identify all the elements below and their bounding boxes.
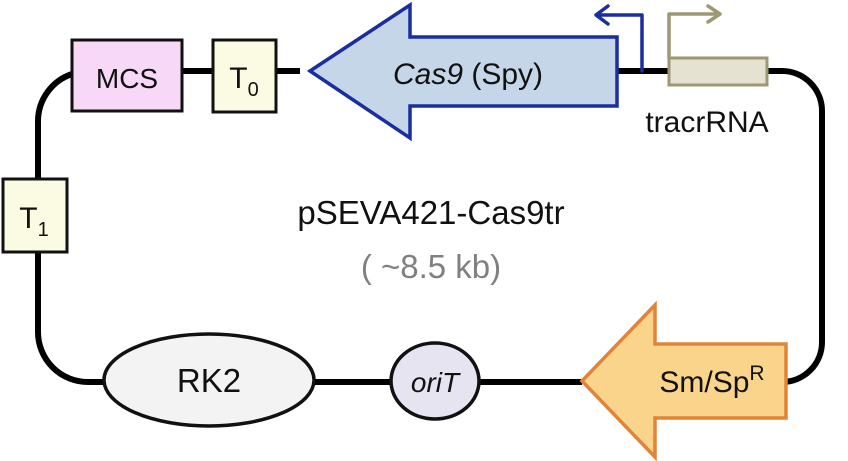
- cas9-label-rest: (Spy): [463, 58, 543, 91]
- cas9-promoter-arrow-icon: [594, 4, 644, 73]
- svg-text:T1: T1: [19, 202, 48, 241]
- plasmid-size: ( ~8.5 kb): [361, 248, 501, 285]
- mcs-element: MCS: [70, 38, 184, 113]
- smsp-label: Sm/Sp: [659, 366, 749, 399]
- t1-label: T: [19, 202, 37, 235]
- cas9-label-italic: Cas9: [393, 58, 463, 91]
- plasmid-title: pSEVA421-Cas9tr: [297, 194, 564, 231]
- rk2-label: RK2: [177, 362, 241, 399]
- t0-label: T: [229, 62, 247, 95]
- smsp-resistance-arrow: Sm/SpR: [579, 300, 788, 461]
- tracrrna-element: tracrRNA: [645, 4, 769, 139]
- orit-element: oriT: [389, 341, 481, 421]
- svg-text:T0: T0: [229, 62, 258, 101]
- terminator-t0: T0: [211, 38, 278, 114]
- svg-text:Cas9 (Spy): Cas9 (Spy): [393, 58, 543, 91]
- svg-text:Sm/SpR: Sm/SpR: [659, 362, 764, 399]
- rk2-origin: RK2: [102, 332, 316, 428]
- cas9-gene-arrow: Cas9 (Spy): [306, 1, 619, 142]
- smsp-superscript: R: [749, 362, 764, 385]
- mcs-label: MCS: [96, 63, 158, 94]
- orit-label: oriT: [411, 367, 461, 398]
- t1-subscript: 1: [38, 219, 49, 241]
- terminator-t1: T1: [1, 177, 69, 254]
- tracrrna-label: tracrRNA: [645, 106, 768, 139]
- t0-subscript: 0: [248, 79, 259, 101]
- tracrrna-promoter-arrow-icon: [667, 4, 722, 60]
